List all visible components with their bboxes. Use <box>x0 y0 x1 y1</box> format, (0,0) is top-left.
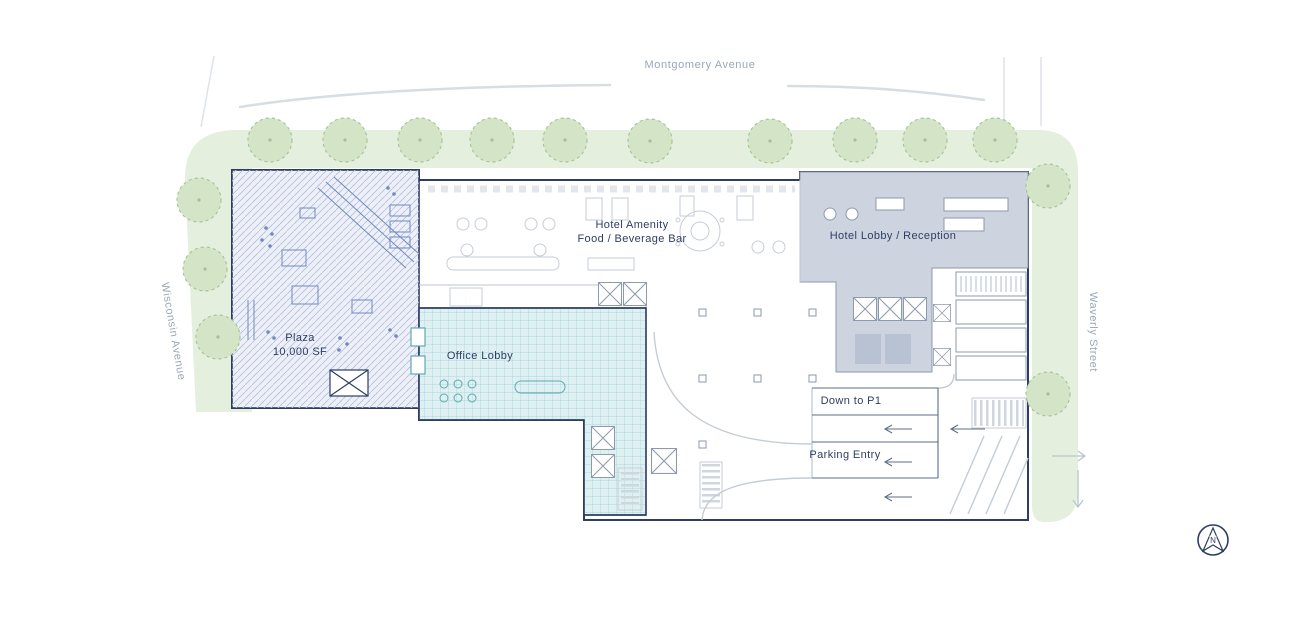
plaza-label: Plaza <box>285 332 315 344</box>
tree-icon <box>902 117 948 163</box>
parking-stair <box>699 461 723 509</box>
tree-icon <box>627 118 673 164</box>
arrow-left-icon <box>883 492 912 502</box>
ramp-hatch <box>971 397 1027 429</box>
plaza-planting-dots <box>260 186 398 352</box>
tree-icon <box>182 246 228 292</box>
tree-icon <box>397 117 443 163</box>
hotel-amenity-label-2: Food / Beverage Bar <box>577 233 686 245</box>
street-label-montgomery: Montgomery Avenue <box>645 59 756 71</box>
plaza-area-label: 10,000 SF <box>273 346 327 358</box>
tree-icon <box>176 177 222 223</box>
hotel-lobby-zone: Hotel Lobby / Reception <box>799 171 1029 373</box>
tree-icon <box>1025 163 1071 209</box>
office-stair <box>617 467 643 511</box>
elevator-icon <box>933 348 951 366</box>
arrow-left-icon <box>883 457 912 467</box>
down-to-p1-label: Down to P1 <box>821 395 882 407</box>
tree-icon <box>1025 371 1071 417</box>
plaza-skylight <box>329 369 369 397</box>
elevator-icon <box>598 282 622 306</box>
parking-entry-label: Parking Entry <box>809 449 880 461</box>
tree-icon <box>247 117 293 163</box>
tree-icon <box>747 118 793 164</box>
tree-icon <box>469 117 515 163</box>
office-lobby-label: Office Lobby <box>447 350 513 362</box>
office-lobby-zone: Office Lobby <box>410 307 647 516</box>
tree-icon <box>542 117 588 163</box>
north-label: N <box>1210 536 1216 545</box>
curb-arrow-right-icon <box>1052 450 1087 462</box>
elevator-icon <box>933 304 951 322</box>
hotel-lobby-label: Hotel Lobby / Reception <box>830 230 957 242</box>
tree-icon <box>195 314 241 360</box>
tree-icon <box>832 117 878 163</box>
elevator-icon <box>591 454 615 478</box>
arrow-left-icon <box>949 424 985 434</box>
arrow-left-icon <box>883 424 912 434</box>
elevator-icon <box>853 297 877 321</box>
street-label-wisconsin: Wisconsin Avenue <box>158 282 187 382</box>
elevator-icon <box>591 426 615 450</box>
roads <box>200 55 1042 128</box>
curb-arrow-down-icon <box>1072 470 1084 509</box>
plaza-zone: Plaza 10,000 SF <box>231 169 420 409</box>
elevator-icon <box>651 448 677 474</box>
tree-icon <box>322 117 368 163</box>
elevator-icon <box>903 297 927 321</box>
elevator-icon <box>623 282 647 306</box>
hotel-amenity-zone: Hotel Amenity Food / Beverage Bar <box>419 180 801 308</box>
north-arrow: N <box>1197 524 1229 556</box>
hotel-amenity-label-1: Hotel Amenity <box>595 219 668 231</box>
elevator-icon <box>878 297 902 321</box>
street-label-waverly: Waverly Street <box>1087 292 1099 372</box>
parking-zone: Down to P1 Parking Entry <box>598 271 1029 521</box>
tree-icon <box>972 117 1018 163</box>
amenity-stair <box>449 287 483 307</box>
